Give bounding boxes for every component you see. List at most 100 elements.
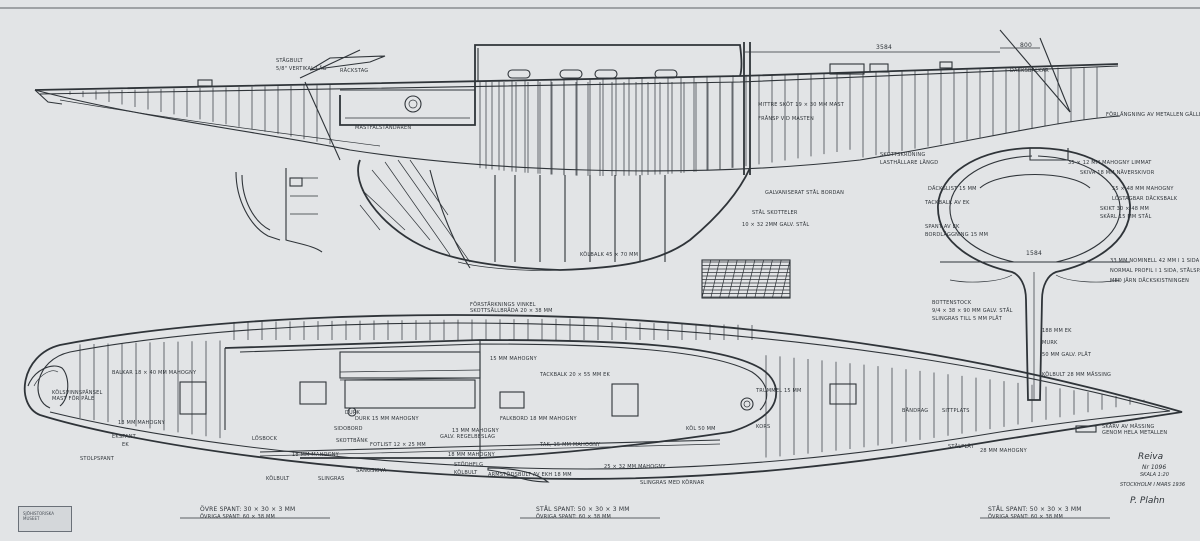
plan-label-p-sang: SÄNGSKIVA <box>356 468 387 474</box>
title-number: Nr 1096 <box>1142 464 1167 471</box>
plan-label-p-skarv: SKARV AV MÄSSING <box>1102 424 1155 430</box>
scale-diagonal <box>780 259 791 299</box>
scale-diagonal <box>719 259 729 299</box>
plan-view <box>23 314 1183 483</box>
plan-label-p-tackbalk: TACKBALK 20 × 55 MM EK <box>540 372 611 378</box>
profile-label-mittre: MITTRE SKÖT 19 × 30 MM MAST <box>758 102 845 108</box>
section-label-sec6: SKÄRL 15 MM STÅL <box>1100 214 1152 220</box>
section-label-bottenstock2: 9/4 × 38 × 90 MM GALV. STÅL <box>932 308 1013 314</box>
profile-label-kolbalk: KÖLBALK 45 × 70 MM <box>580 252 639 258</box>
profile-label-bult: 10 × 32 2MM GALV. STÅL <box>742 222 810 228</box>
plan-label-p-spant: STOLPSPANT <box>80 456 115 462</box>
archive-stamp: SJÖHISTORISKA MUSEET <box>18 506 72 532</box>
plan-label-p-stodhelg: STÖDHELG <box>454 462 484 468</box>
spant-sublabel-s2: ÖVRIGA SPANT: 60 × 38 MM <box>536 514 612 520</box>
plan-label-p-grinn: 18 MM MAHOGNY <box>292 452 339 458</box>
dim-800: 800 <box>1020 42 1033 49</box>
section-label-galvplat: 50 MM GALV. PLÅT <box>1042 352 1092 358</box>
section-label-bottenstock: BOTTENSTOCK <box>932 300 972 306</box>
profile-label-rackstag: RÅCKSTAG <box>340 68 369 74</box>
section-label-sec1: SKIVA 18 MM NÄVERSKIVOR <box>1080 170 1155 176</box>
plan-label-p-overbalk: FÖRSTÄRKNINGS VINKEL <box>470 302 536 308</box>
scale-diagonal <box>701 259 712 299</box>
plan-label-p-ekspant: EKSPANT <box>112 434 136 440</box>
spant-sublabel-s3: ÖVRIGA SPANT: 60 × 38 MM <box>988 514 1064 520</box>
plan-label-p-rattning: TRUMMEL 15 MM <box>756 388 802 394</box>
scale-diagonal <box>710 259 720 299</box>
profile-label-stal: STÅL SKOTTELER <box>752 210 798 216</box>
section-label-daglist: DÄCKSLIST 15 MM <box>928 186 977 192</box>
stamp-text: SJÖHISTORISKA MUSEET <box>23 511 54 521</box>
title-scale: SKALA 1:20 <box>1140 472 1169 478</box>
section-label-murk: MURK <box>1042 340 1058 346</box>
bow-detail <box>235 168 323 253</box>
section-label-tackbalk: TACKBALK AV EK <box>925 200 970 206</box>
scale-diagonal <box>736 259 747 299</box>
section-label-sec2: 35 × 12 MM MAHOGNY LIMMAT <box>1068 160 1152 166</box>
plan-label-p-kolsvinn: KÖLSVINNSPÄNSEL <box>52 390 103 396</box>
plan-label-p-ek: EK <box>122 442 129 448</box>
title-signature: P. Plahn <box>1130 496 1165 506</box>
plan-label-p-durk2: DURK 15 MM MAHOGNY <box>355 416 419 422</box>
profile-label-galvaniserat: GALVANISERAT STÅL BORDAN <box>765 190 845 196</box>
plan-label-p-overbalk2: SKOTTSÄLLBRÄDA 20 × 38 MM <box>470 308 553 314</box>
dim-3584: 3584 <box>876 44 893 51</box>
scale-diagonal <box>728 259 738 299</box>
section-label-bottenstock3: SLINGRAS TILL 5 MM PLÅT <box>932 316 1003 322</box>
plan-label-p-kol: KÖL 50 MM <box>686 426 716 432</box>
plan-label-p-slingras: SLINGRAS <box>318 476 345 482</box>
plan-label-p-losbock: LÖSBOCK <box>252 436 278 442</box>
plan-label-p-mahogny3: 13 MM MAHOGNY <box>452 428 499 434</box>
section-label-rand1: 33 MM NOMINELL 42 MM I 1 SIDA <box>1110 258 1200 264</box>
plan-label-p-balkar: BALKAR 18 × 40 MM MAHOGNY <box>112 370 197 376</box>
plan-label-p-fotlist: FOTLIST 12 × 25 MM <box>370 442 426 448</box>
plan-label-p-stal: STÅLPLÅT <box>948 444 975 450</box>
section-label-ek: 188 MM EK <box>1042 328 1072 334</box>
section-label-kolbult: KÖLBULT 28 MM MÄSSING <box>1042 372 1112 378</box>
plan-label-p-blandr: BÄNDRAG <box>902 408 929 414</box>
spant-label-s1: ÖVRE SPANT: 30 × 30 × 3 MM <box>200 506 296 513</box>
spant-label-s3: STÅL SPANT: 50 × 30 × 3 MM <box>988 506 1082 513</box>
spant-sublabel-s1: ÖVRIGA SPANT: 60 × 38 MM <box>200 514 276 520</box>
plan-label-p-sittplats: SITTPLATS <box>942 408 970 414</box>
scale-diagonal <box>772 259 782 299</box>
title-name: Reiva <box>1138 452 1164 462</box>
profile-label-nod: DÄCKSBALKAR <box>1010 68 1049 74</box>
plan-label-p-mahognystav: 18 MM MAHOGNY <box>448 452 495 458</box>
profile-label-lasthale: LASTHÅLLARE LÄNGD <box>880 160 939 166</box>
section-label-sec4: LÖSTAGBAR DÄCKSBALK <box>1112 196 1178 202</box>
dim-1584: 1584 <box>1026 250 1043 257</box>
plan-label-p-kolbult2: KÖLBULT <box>454 470 478 476</box>
plan-label-p-durk: DURK <box>345 410 361 416</box>
plan-label-p-sidobord: SIDOBORD <box>334 426 363 432</box>
plan-label-p-ratt: KORS <box>756 424 771 430</box>
plan-label-p-sittsa: 28 MM MAHOGNY <box>980 448 1027 454</box>
plan-label-p-kal2: 15 MM MAHOGNY <box>490 356 537 362</box>
plan-label-p-falk: FALKBORD 18 MM MAHOGNY <box>500 416 577 422</box>
title-place-date: STOCKHOLM I MARS 1936 <box>1120 482 1186 488</box>
plan-label-p-mal: 25 × 32 MM MAHOGNY <box>604 464 666 470</box>
plan-label-p-tak: TAK, 15 MM MAHOGNY <box>540 442 601 448</box>
scale-diagonal <box>763 259 773 299</box>
profile-sublabel-stagbult: 5/8" VERTIKAL LÄG <box>276 66 327 72</box>
plan-label-p-avhall: ARMSTÖDSBULT AV EKH 18 MM <box>488 472 572 478</box>
profile-label-bakre-mast: MASTFALSTÄNDAREN <box>355 125 412 131</box>
plan-label-p-skott: SKOTTBÄNK <box>336 438 368 444</box>
section-label-spant: SPANT AV EK <box>925 224 960 230</box>
section-label-rand3: MED JÄRN DÄCKSKISTNINGEN <box>1110 278 1190 284</box>
profile-label-skarndetalj: SKOTTSKRÖNING <box>880 152 926 158</box>
plan-label-p-oprum: SLINGRAS MED KÖRNAR <box>640 480 705 486</box>
plan-label-p-skarv2: GENOM HELA METALLEN <box>1102 430 1168 436</box>
section-label-sec3: 55 × 48 MM MAHOGNY <box>1112 186 1174 192</box>
profile-label-frasp: FRÅNSP VID MASTEN <box>758 116 814 122</box>
scale-bar <box>701 259 791 299</box>
profile-view <box>34 29 1121 271</box>
section-label-skarp: BORDLÄGGNING 15 MM <box>925 232 989 238</box>
plan-label-p-mast: MAST FÖR PÅLE <box>52 396 95 402</box>
scale-diagonal <box>754 259 764 299</box>
plan-label-p-galv: GALV. REGELBESLAG <box>440 434 496 440</box>
plan-label-p-kolbult: KÖLBULT <box>266 476 290 482</box>
profile-label-stagbult: STÄGBULT <box>276 58 303 64</box>
